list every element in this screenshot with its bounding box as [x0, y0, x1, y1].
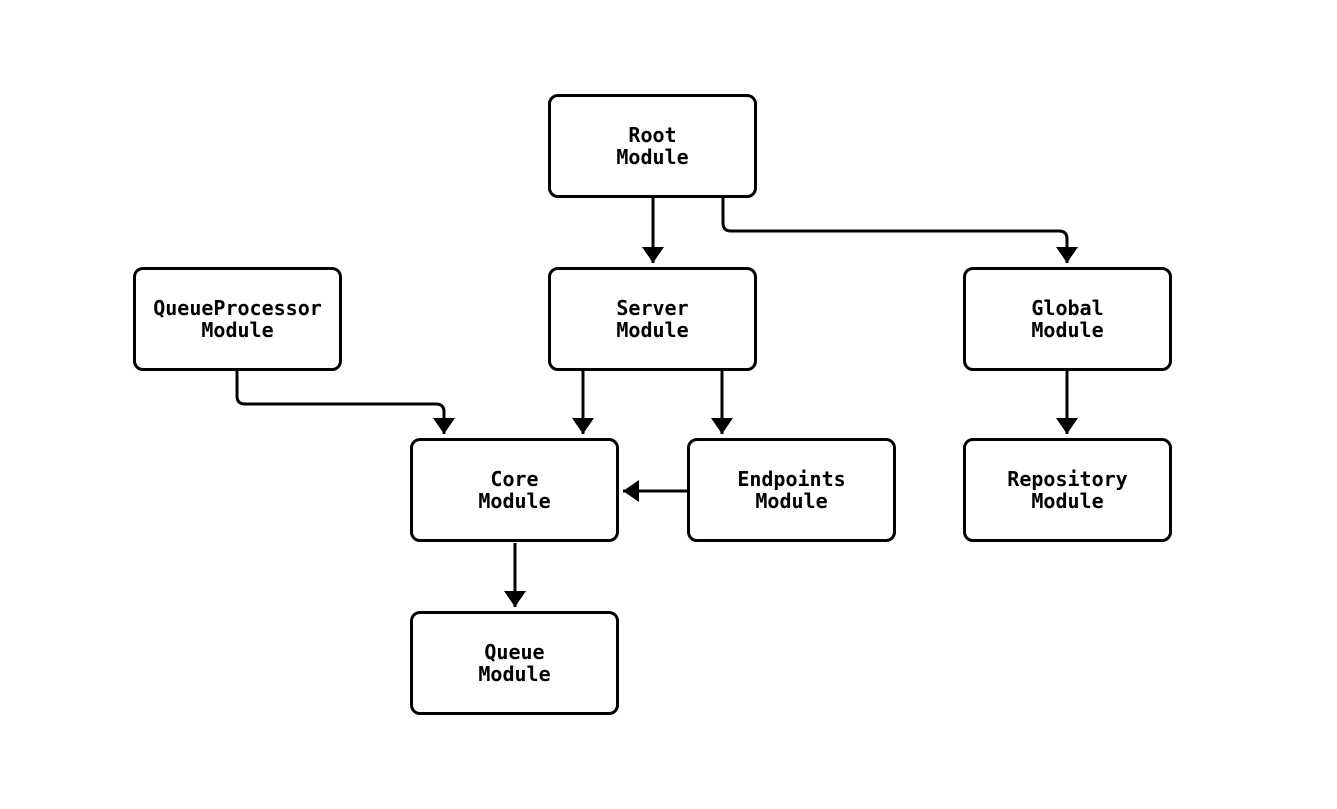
node-queueprocessor-module-label: QueueProcessor Module: [153, 296, 322, 342]
node-server-module-label: Server Module: [616, 296, 689, 342]
node-repository-module: Repository Module: [963, 438, 1172, 542]
node-queue-module-label: Queue Module: [478, 640, 551, 686]
node-core-module-label: Core Module: [478, 467, 551, 513]
node-repository-module-label: Repository Module: [1007, 467, 1128, 513]
node-queue-module: Queue Module: [410, 611, 619, 715]
node-server-module: Server Module: [548, 267, 757, 371]
node-core-module: Core Module: [410, 438, 619, 542]
node-root-module: Root Module: [548, 94, 757, 198]
node-queueprocessor-module: QueueProcessor Module: [133, 267, 342, 371]
node-global-module: Global Module: [963, 267, 1172, 371]
node-root-module-label: Root Module: [616, 123, 689, 169]
node-endpoints-module: Endpoints Module: [687, 438, 896, 542]
node-endpoints-module-label: Endpoints Module: [737, 467, 846, 513]
node-global-module-label: Global Module: [1031, 296, 1104, 342]
edge-queueprocessor-to-core: [235, 371, 455, 434]
edge-root-to-global: [721, 198, 1078, 263]
